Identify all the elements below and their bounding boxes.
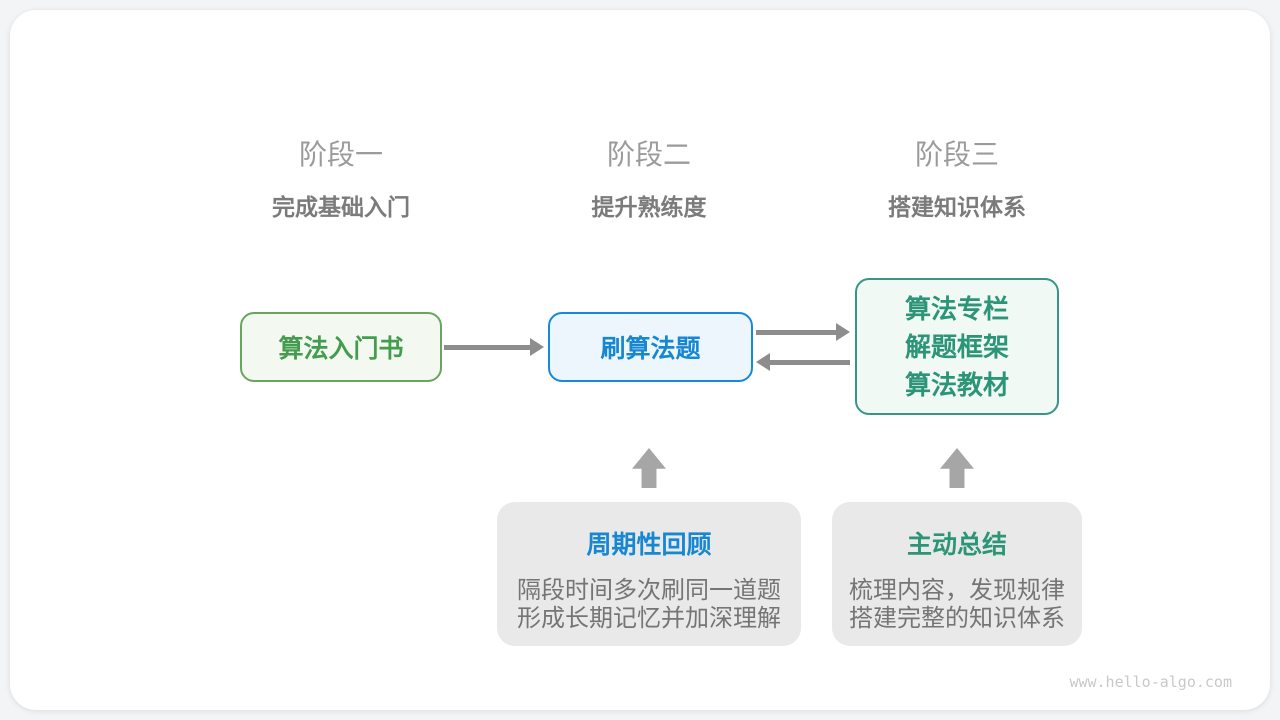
note-periodic-review: 周期性回顾 隔段时间多次刷同一道题 形成长期记忆并加深理解 <box>497 502 801 646</box>
stage-1-header: 阶段一 完成基础入门 <box>272 140 410 222</box>
arrow-shaft <box>768 360 850 365</box>
node-knowledge-sources-line-3: 算法教材 <box>904 369 1009 400</box>
diagram-card: 阶段一 完成基础入门 阶段二 提升熟练度 阶段三 搭建知识体系 算法入门书 刷算… <box>10 10 1270 710</box>
arrow-head <box>836 323 850 341</box>
note-line: 隔段时间多次刷同一道题 <box>517 577 781 604</box>
arrow-head <box>756 353 770 371</box>
note-periodic-review-title: 周期性回顾 <box>586 531 712 559</box>
arrow-up-icon <box>632 448 666 488</box>
node-knowledge-sources: 算法专栏 解题框架 算法教材 <box>855 278 1059 415</box>
node-problem-practice-label: 刷算法题 <box>600 335 701 363</box>
arrow-shaft <box>756 330 838 335</box>
stage-2-label: 阶段二 <box>606 139 691 170</box>
stage-3-subtitle: 搭建知识体系 <box>888 194 1026 220</box>
arrow-up-icon <box>940 448 974 488</box>
note-line: 搭建完整的知识体系 <box>849 605 1065 632</box>
arrow-left-icon <box>756 353 850 371</box>
note-periodic-review-body: 隔段时间多次刷同一道题 形成长期记忆并加深理解 <box>497 577 801 633</box>
note-active-summary-title: 主动总结 <box>906 531 1007 559</box>
stage-2-header: 阶段二 提升熟练度 <box>592 140 707 222</box>
stage-3-header: 阶段三 搭建知识体系 <box>888 140 1026 222</box>
arrow-head <box>530 338 544 356</box>
note-active-summary-body: 梳理内容，发现规律 搭建完整的知识体系 <box>832 577 1082 633</box>
node-intro-book: 算法入门书 <box>240 312 442 382</box>
stage-1-subtitle: 完成基础入门 <box>272 194 410 220</box>
node-problem-practice: 刷算法题 <box>548 312 753 382</box>
note-line: 梳理内容，发现规律 <box>849 577 1065 604</box>
node-intro-book-label: 算法入门书 <box>278 335 404 363</box>
arrow-right-icon <box>756 323 850 341</box>
stage-2-subtitle: 提升熟练度 <box>591 194 707 220</box>
note-line: 形成长期记忆并加深理解 <box>517 605 781 632</box>
stage-1-label: 阶段一 <box>298 139 383 170</box>
stage-3-label: 阶段三 <box>914 139 999 170</box>
watermark-url: www.hello-algo.com <box>1069 673 1232 691</box>
arrow-right-icon <box>444 338 544 356</box>
note-active-summary: 主动总结 梳理内容，发现规律 搭建完整的知识体系 <box>832 502 1082 646</box>
node-knowledge-sources-line-2: 解题框架 <box>904 331 1009 362</box>
node-knowledge-sources-line-1: 算法专栏 <box>904 293 1009 324</box>
arrow-shaft <box>444 345 532 350</box>
